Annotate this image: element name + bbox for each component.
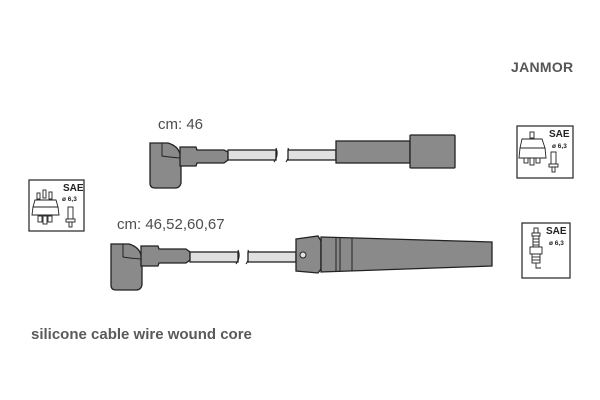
cable-top-terminal-cap xyxy=(409,134,456,169)
cable-bottom-wire-left xyxy=(189,251,239,263)
spark-plug-diameter: ø 6,3 xyxy=(549,240,564,247)
distributor-cap-icon: SAE ø 6,3 xyxy=(28,179,85,232)
caption: silicone cable wire wound core xyxy=(31,326,252,343)
cable-top-wire-right xyxy=(287,149,337,161)
coil-tower-standard: SAE xyxy=(549,129,570,140)
distributor-cap-standard: SAE xyxy=(63,183,84,194)
cable-top-angled-boot xyxy=(149,142,182,189)
cable-bottom-plug-boot xyxy=(320,236,493,273)
cable-top-wire-left xyxy=(227,149,277,161)
coil-tower-icon: SAE ø 6,3 xyxy=(516,125,574,179)
spark-plug-icon: SAE ø 6,3 xyxy=(521,222,571,279)
cable-length-label-top: cm: 46 xyxy=(158,116,204,133)
cable-length-label-bottom: cm: 46,52,60,67 xyxy=(117,216,225,233)
cable-bottom-wire-right xyxy=(247,251,297,263)
cable-top-straight-boot xyxy=(335,140,411,164)
cable-bottom xyxy=(110,235,493,291)
brand-label: JANMOR xyxy=(511,59,574,75)
cable-top-collar xyxy=(179,146,229,167)
spark-plug-standard: SAE xyxy=(546,226,567,237)
cable-top xyxy=(149,134,456,189)
cable-bottom-angled-boot xyxy=(110,243,143,291)
coil-tower-diameter: ø 6,3 xyxy=(552,143,567,150)
cable-bottom-collar xyxy=(140,245,191,267)
distributor-cap-diameter: ø 6,3 xyxy=(62,196,77,203)
